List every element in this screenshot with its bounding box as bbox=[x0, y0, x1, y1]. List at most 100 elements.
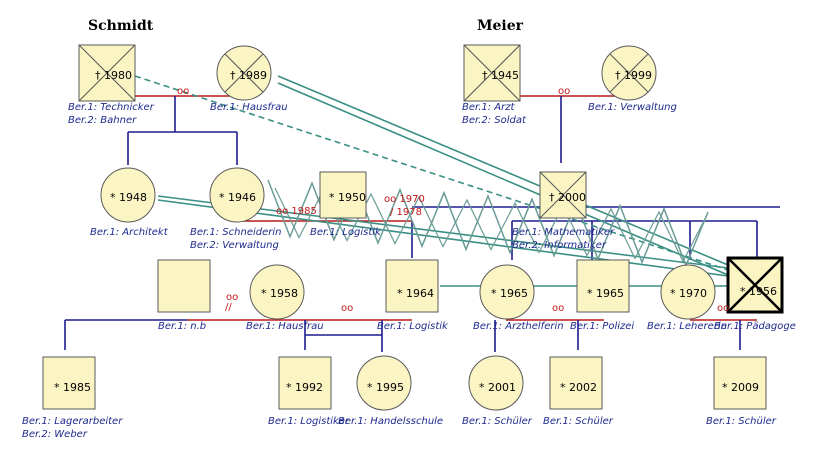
marriage-marker: oo 1970 bbox=[384, 194, 425, 205]
person-year: * 1948 bbox=[110, 191, 147, 204]
person-1965-f bbox=[479, 264, 535, 320]
person-year: * 1964 bbox=[397, 287, 434, 300]
person-1992 bbox=[278, 356, 332, 410]
female-symbol bbox=[468, 355, 524, 411]
female-symbol bbox=[249, 264, 305, 320]
deceased-cross bbox=[463, 44, 521, 102]
female-symbol bbox=[479, 264, 535, 320]
marriage-marker: oo 1985 bbox=[276, 206, 317, 217]
occupation-label: Ber.1: Schüler bbox=[543, 416, 613, 427]
occupation-label: Ber.1: Technicker bbox=[68, 102, 154, 113]
occupation-label: Ber.1: Lagerarbeiter bbox=[22, 416, 123, 427]
person-year: † 1980 bbox=[95, 69, 132, 82]
person-1965-m bbox=[576, 259, 630, 313]
occupation-label: Ber.1: Logistik bbox=[377, 321, 448, 332]
divorce-marker: / 1978 bbox=[390, 207, 422, 218]
occupation-label: Ber.1: Polizei bbox=[570, 321, 635, 332]
person-year: * 1992 bbox=[286, 381, 323, 394]
person-unknown bbox=[157, 259, 211, 313]
occupation-label: Ber.1: Hausfrau bbox=[210, 102, 288, 113]
marriage-marker: oo bbox=[552, 303, 565, 314]
person-meier-mother bbox=[601, 45, 657, 101]
person-2000 bbox=[539, 171, 587, 219]
person-year: * 2009 bbox=[722, 381, 759, 394]
marriage-marker: oo bbox=[177, 86, 190, 97]
person-year: * 1995 bbox=[367, 381, 404, 394]
person-1950 bbox=[319, 171, 367, 219]
occupation-label: Ber.2: Bahner bbox=[68, 115, 137, 126]
person-year: * 1946 bbox=[219, 191, 256, 204]
person-1956 bbox=[726, 256, 784, 314]
occupation-label: Ber.1: Schüler bbox=[462, 416, 532, 427]
person-year: * 1965 bbox=[491, 287, 528, 300]
occupation-label: Ber.1: Arzthelferin bbox=[473, 321, 564, 332]
occupation-label: Ber.1: Hausfrau bbox=[246, 321, 324, 332]
male-symbol bbox=[576, 259, 630, 313]
marriage-marker: oo bbox=[717, 303, 730, 314]
deceased-cross bbox=[609, 53, 649, 93]
male-symbol bbox=[319, 171, 367, 219]
person-schmidt-mother bbox=[216, 45, 272, 101]
occupation-label: Ber.1: Handelsschule bbox=[338, 416, 444, 427]
deceased-cross bbox=[727, 257, 783, 313]
deceased-cross bbox=[224, 53, 264, 93]
occupation-label: Ber.1: Logistiker bbox=[268, 416, 350, 427]
conflict-line bbox=[267, 179, 709, 268]
person-1948 bbox=[100, 167, 156, 223]
female-symbol bbox=[100, 167, 156, 223]
person-schmidt-father bbox=[78, 44, 136, 102]
person-year: † 2000 bbox=[549, 191, 586, 204]
male-symbol bbox=[278, 356, 332, 410]
person-year: † 1999 bbox=[615, 69, 652, 82]
marriage-marker: oo bbox=[341, 303, 354, 314]
conflict-line bbox=[274, 187, 708, 263]
occupation-label: Ber.2: Weber bbox=[22, 429, 87, 440]
relation-line-dashed bbox=[134, 75, 729, 271]
person-year: * 1985 bbox=[54, 381, 91, 394]
occupation-label: Ber.2: Informatiker bbox=[512, 240, 606, 251]
occupation-label: Ber.1: Mathematiker bbox=[512, 227, 615, 238]
relation-line bbox=[277, 75, 729, 266]
male-symbol bbox=[157, 259, 211, 313]
person-1985 bbox=[42, 356, 96, 410]
deceased-cross bbox=[539, 171, 587, 219]
person-year: * 1956 bbox=[740, 285, 777, 298]
occupation-label: Ber.2: Verwaltung bbox=[190, 240, 279, 251]
deceased-cross bbox=[78, 44, 136, 102]
person-meier-father bbox=[463, 44, 521, 102]
female-symbol bbox=[209, 167, 265, 223]
occupation-label: Ber.1: Logistik bbox=[310, 227, 381, 238]
person-2001 bbox=[468, 355, 524, 411]
occupation-label: Ber.1: Pädagoge bbox=[714, 321, 796, 332]
occupation-label: Ber.2: Soldat bbox=[462, 115, 526, 126]
marriage-marker: oo bbox=[226, 292, 239, 303]
person-year: † 1989 bbox=[230, 69, 267, 82]
occupation-label: Ber.1: Verwaltung bbox=[588, 102, 677, 113]
occupation-label: Ber.1: Schüler bbox=[706, 416, 776, 427]
person-1946 bbox=[209, 167, 265, 223]
person-year: * 2002 bbox=[560, 381, 597, 394]
person-2009 bbox=[713, 356, 767, 410]
female-symbol bbox=[356, 355, 412, 411]
male-symbol bbox=[713, 356, 767, 410]
separation-marker: // bbox=[225, 302, 232, 313]
person-2002 bbox=[549, 356, 603, 410]
occupation-label: Ber.1: Architekt bbox=[90, 227, 168, 238]
female-symbol bbox=[660, 264, 716, 320]
occupation-label: Ber.1: Arzt bbox=[462, 102, 515, 113]
person-1958 bbox=[249, 264, 305, 320]
person-year: * 1965 bbox=[587, 287, 624, 300]
person-year: † 1945 bbox=[482, 69, 519, 82]
person-year: * 1950 bbox=[329, 191, 366, 204]
male-symbol bbox=[42, 356, 96, 410]
family-title-schmidt: Schmidt bbox=[88, 18, 154, 34]
person-year: * 1970 bbox=[670, 287, 707, 300]
occupation-label: Ber.1: Lehererin bbox=[647, 321, 727, 332]
person-year: * 2001 bbox=[479, 381, 516, 394]
male-symbol bbox=[549, 356, 603, 410]
family-title-meier: Meier bbox=[477, 18, 524, 34]
person-1995 bbox=[356, 355, 412, 411]
occupation-label: Ber.1: Schneiderin bbox=[190, 227, 282, 238]
person-1970 bbox=[660, 264, 716, 320]
relation-line bbox=[277, 82, 729, 276]
